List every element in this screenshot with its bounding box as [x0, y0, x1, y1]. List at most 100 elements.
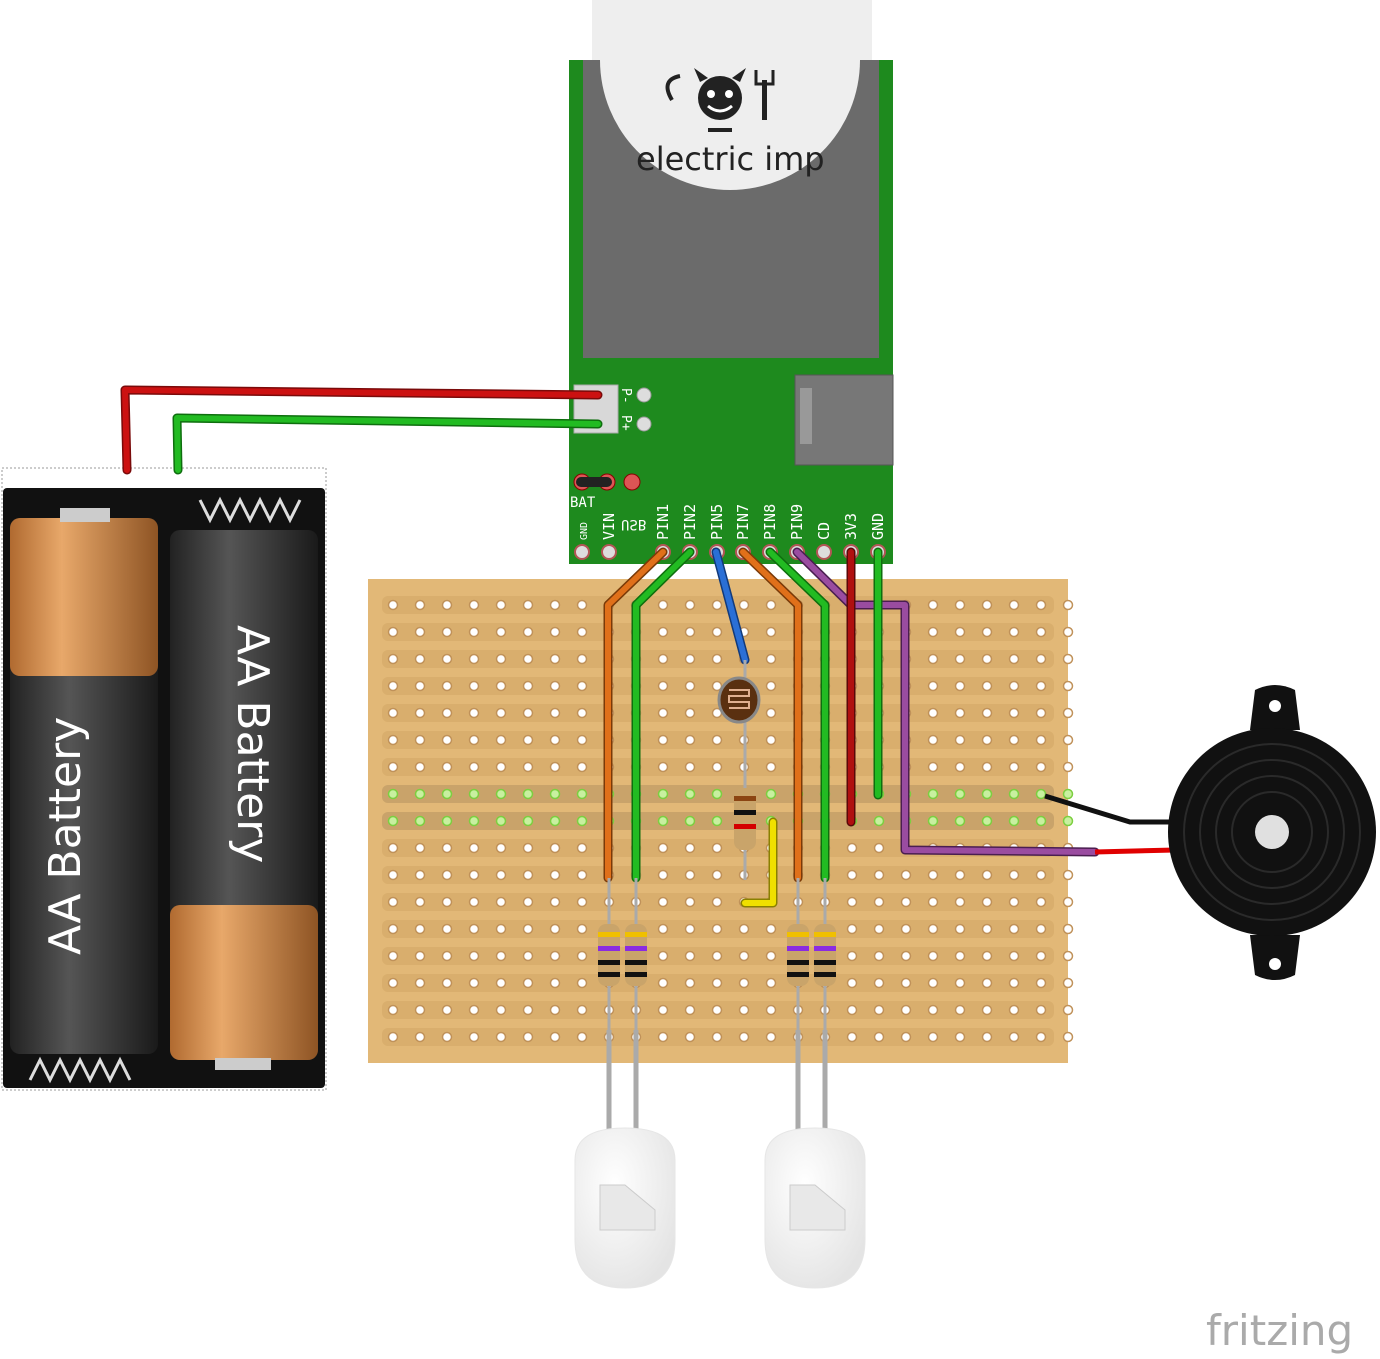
- board-hole: [927, 734, 939, 746]
- board-hole: [387, 761, 399, 773]
- board-hole: [387, 788, 399, 800]
- resistor-led: [625, 878, 647, 1035]
- board-hole: [873, 1031, 885, 1043]
- board-hole: [576, 707, 588, 719]
- board-hole: [522, 950, 534, 962]
- board-hole: [495, 761, 507, 773]
- board-hole: [873, 1004, 885, 1016]
- board-hole: [900, 977, 912, 989]
- imp-pin-label: PIN8: [761, 504, 779, 540]
- board-hole: [441, 923, 453, 935]
- board-hole: [1008, 761, 1020, 773]
- board-hole: [738, 923, 750, 935]
- board-hole: [468, 977, 480, 989]
- board-hole: [711, 950, 723, 962]
- board-hole: [522, 869, 534, 881]
- board-hole: [765, 734, 777, 746]
- board-hole: [576, 815, 588, 827]
- board-hole: [414, 707, 426, 719]
- board-hole: [1008, 599, 1020, 611]
- board-hole: [495, 734, 507, 746]
- board-hole: [684, 1031, 696, 1043]
- board-hole: [576, 599, 588, 611]
- board-hole: [441, 761, 453, 773]
- board-hole: [549, 923, 561, 935]
- imp-pin-label: VIN: [600, 513, 618, 540]
- board-hole: [657, 950, 669, 962]
- board-hole: [441, 950, 453, 962]
- board-hole: [414, 842, 426, 854]
- board-hole: [441, 977, 453, 989]
- board-hole: [1062, 923, 1074, 935]
- board-hole: [927, 896, 939, 908]
- board-hole: [495, 599, 507, 611]
- board-hole: [981, 977, 993, 989]
- board-hole: [495, 815, 507, 827]
- led-right: [764, 1030, 866, 1289]
- board-hole: [873, 815, 885, 827]
- board-hole: [468, 842, 480, 854]
- board-hole: [522, 923, 534, 935]
- board-hole: [522, 1031, 534, 1043]
- board-hole: [711, 599, 723, 611]
- board-hole: [522, 977, 534, 989]
- board-hole: [468, 680, 480, 692]
- board-hole: [414, 1031, 426, 1043]
- board-hole: [711, 761, 723, 773]
- board-hole: [657, 734, 669, 746]
- board-hole: [468, 788, 480, 800]
- board-hole: [441, 680, 453, 692]
- board-hole: [522, 896, 534, 908]
- board-hole: [549, 788, 561, 800]
- board-hole: [711, 923, 723, 935]
- board-hole: [765, 599, 777, 611]
- board-hole: [495, 842, 507, 854]
- board-hole: [441, 788, 453, 800]
- board-hole: [576, 842, 588, 854]
- battery-spring-top: [198, 496, 302, 524]
- board-hole: [495, 977, 507, 989]
- board-hole: [1008, 1031, 1020, 1043]
- board-hole: [873, 869, 885, 881]
- board-hole: [927, 950, 939, 962]
- board-hole: [1035, 788, 1047, 800]
- board-hole: [549, 1004, 561, 1016]
- board-hole: [576, 869, 588, 881]
- board-hole: [657, 842, 669, 854]
- board-hole: [846, 977, 858, 989]
- board-hole: [576, 950, 588, 962]
- board-hole: [414, 1004, 426, 1016]
- board-hole: [981, 599, 993, 611]
- board-hole: [1062, 896, 1074, 908]
- board-hole: [1008, 923, 1020, 935]
- board-hole: [765, 950, 777, 962]
- board-hole: [1035, 734, 1047, 746]
- board-hole: [1035, 1004, 1047, 1016]
- resistor-led: [814, 878, 836, 1035]
- board-hole: [441, 734, 453, 746]
- board-hole: [981, 1004, 993, 1016]
- board-hole: [468, 869, 480, 881]
- imp-pin-pad: [601, 544, 617, 560]
- board-hole: [981, 950, 993, 962]
- board-hole: [1062, 653, 1074, 665]
- board-hole: [387, 1031, 399, 1043]
- board-hole: [927, 626, 939, 638]
- board-hole: [1035, 653, 1047, 665]
- fritzing-watermark: fritzing: [1206, 1306, 1353, 1355]
- board-hole: [468, 1031, 480, 1043]
- board-hole: [468, 761, 480, 773]
- board-hole: [738, 950, 750, 962]
- board-hole: [684, 788, 696, 800]
- board-hole: [522, 707, 534, 719]
- board-hole: [657, 977, 669, 989]
- board-hole: [549, 680, 561, 692]
- battery-cell-left-label: AA Battery: [40, 717, 91, 955]
- imp-pin-pad: [816, 544, 832, 560]
- board-hole: [441, 896, 453, 908]
- board-hole: [927, 815, 939, 827]
- board-hole: [387, 896, 399, 908]
- board-hole: [1062, 1004, 1074, 1016]
- board-hole: [954, 896, 966, 908]
- board-hole: [576, 680, 588, 692]
